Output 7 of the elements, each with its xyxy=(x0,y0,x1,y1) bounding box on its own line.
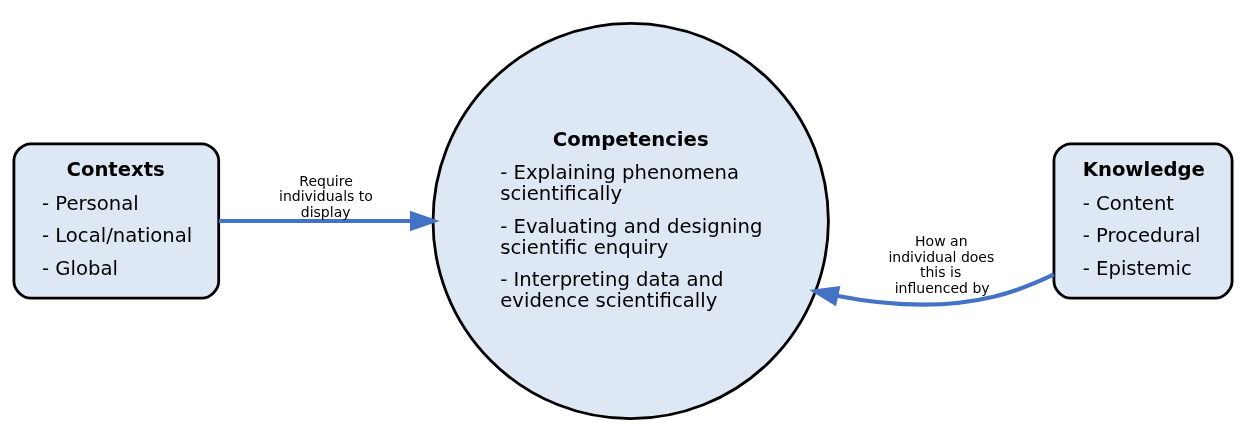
node-box: Contexts - Personal - Local/national - Global xyxy=(12,142,221,300)
edge-label: How an individual does this is influenced by xyxy=(888,233,995,296)
arrow xyxy=(809,272,1055,307)
edge-label: Require individuals to display xyxy=(279,172,373,220)
node-circle: Competencies - Explaining phenomena scientifically - Evaluating and designing scientific enquiry - Interpreting data and evidence scientifically xyxy=(431,21,830,421)
arrow xyxy=(218,210,440,232)
node-box: Knowledge - Content - Procedural - Epistemic xyxy=(1052,142,1234,300)
